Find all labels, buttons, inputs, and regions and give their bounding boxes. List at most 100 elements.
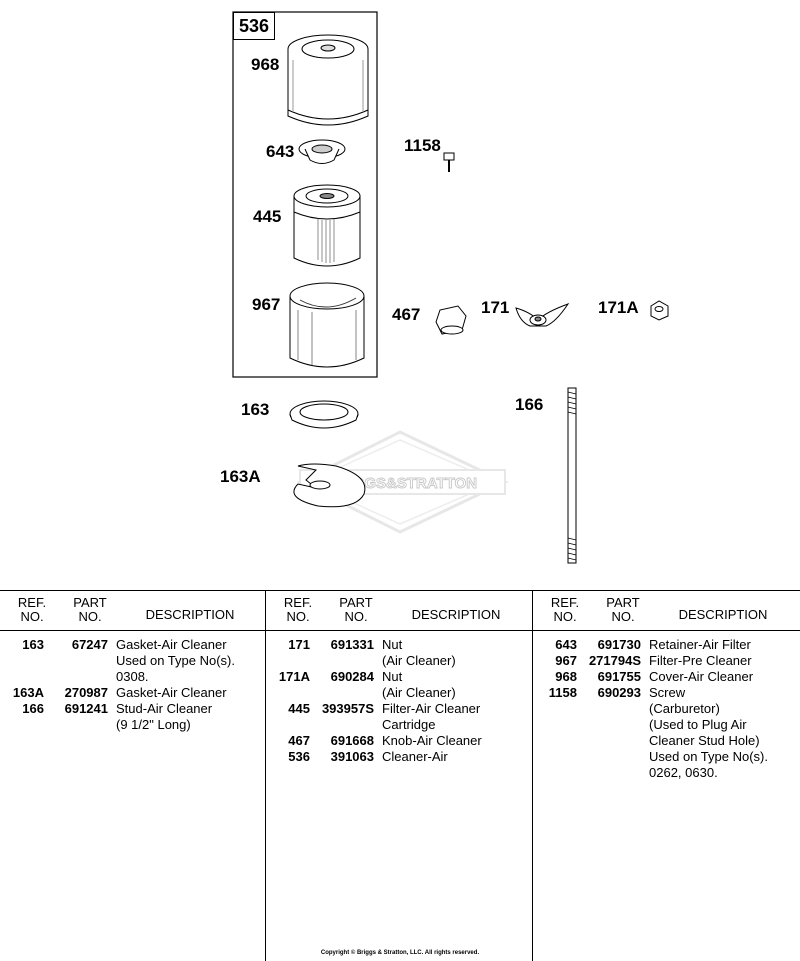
description-cell: Cleaner Stud Hole) bbox=[649, 733, 760, 748]
exploded-view-drawing: BRIGGS&STRATTON bbox=[232, 11, 669, 564]
hex-nut-171A-part bbox=[650, 300, 669, 321]
ref-no-header: REF. NO. bbox=[545, 596, 585, 624]
part-no-cell: 270987 bbox=[64, 685, 108, 700]
description-cell: Filter-Pre Cleaner bbox=[649, 653, 752, 668]
callout-467: 467 bbox=[392, 305, 421, 324]
table-row: Used on Type No(s). bbox=[533, 749, 800, 765]
part-no-cell: 690293 bbox=[597, 685, 641, 700]
part-no-cell bbox=[577, 717, 641, 733]
description-cell: (9 1/2" Long) bbox=[116, 717, 191, 732]
callout-967: 967 bbox=[252, 295, 281, 314]
ref-no-cell bbox=[0, 669, 44, 685]
description-cell: Cover-Air Cleaner bbox=[649, 669, 754, 684]
table-row: 968 691755 Cover-Air Cleaner bbox=[533, 669, 800, 685]
ref-no-cell: 643 bbox=[555, 637, 577, 652]
description-cell: Stud-Air Cleaner bbox=[116, 701, 213, 716]
ref-no-cell bbox=[266, 717, 310, 733]
description-cell: Nut bbox=[382, 637, 403, 652]
description-cell: Cleaner-Air bbox=[382, 749, 448, 764]
copyright-notice: Copyright © Briggs & Stratton, LLC. All … bbox=[320, 950, 480, 956]
table-row: (9 1/2" Long) bbox=[0, 717, 265, 733]
ref-no-cell bbox=[533, 765, 577, 781]
table-row: (Carburetor) bbox=[533, 701, 800, 717]
ref-header-line1: REF. bbox=[17, 595, 47, 610]
ref-no-cell: 967 bbox=[555, 653, 577, 668]
part-no-cell bbox=[577, 765, 641, 781]
ref-no-cell bbox=[533, 701, 577, 717]
table-row: 1158 690293 Screw bbox=[533, 685, 800, 701]
part-no-cell: 691331 bbox=[330, 637, 374, 652]
description-cell: Gasket-Air Cleaner bbox=[116, 685, 227, 700]
part-header-line1: PART bbox=[606, 595, 640, 610]
assembly-536-box bbox=[232, 11, 378, 378]
pre-cleaner-967-part bbox=[289, 282, 365, 368]
description-cell: 0308. bbox=[116, 669, 149, 684]
table-row: 163 67247 Gasket-Air Cleaner bbox=[0, 637, 265, 653]
stud-166-part bbox=[567, 387, 577, 564]
column-header: REF. NO. PART NO. DESCRIPTION bbox=[266, 591, 532, 631]
part-header-line1: PART bbox=[339, 595, 373, 610]
description-cell: (Carburetor) bbox=[649, 701, 720, 716]
ref-no-cell: 1158 bbox=[548, 685, 577, 700]
column-header: REF. NO. PART NO. DESCRIPTION bbox=[533, 591, 800, 631]
part-header-line2: NO. bbox=[78, 609, 102, 624]
description-cell: 0262, 0630. bbox=[649, 765, 718, 780]
description-cell: (Air Cleaner) bbox=[382, 685, 456, 700]
description-cell: Knob-Air Cleaner bbox=[382, 733, 482, 748]
ref-no-cell: 968 bbox=[555, 669, 577, 684]
wing-nut-171-part bbox=[515, 303, 570, 327]
part-no-header: PART NO. bbox=[68, 596, 112, 624]
table-row: Cleaner Stud Hole) bbox=[533, 733, 800, 749]
ref-no-cell bbox=[0, 653, 44, 669]
ref-no-cell bbox=[266, 685, 310, 701]
ref-header-line2: NO. bbox=[286, 609, 310, 624]
description-cell: Cartridge bbox=[382, 717, 436, 732]
ref-header-line1: REF. bbox=[550, 595, 580, 610]
ref-no-cell bbox=[266, 653, 310, 669]
filter-cartridge-445-part bbox=[293, 184, 361, 267]
part-header-line2: NO. bbox=[611, 609, 635, 624]
ref-no-cell: 536 bbox=[288, 749, 310, 764]
ref-no-cell: 171A bbox=[278, 669, 310, 684]
parts-column-3: REF. NO. PART NO. DESCRIPTION 643 691730 R… bbox=[532, 591, 800, 961]
part-no-cell: 691755 bbox=[597, 669, 641, 684]
ref-no-cell: 163 bbox=[22, 637, 44, 652]
part-header-line1: PART bbox=[73, 595, 107, 610]
part-no-cell: 271794S bbox=[588, 653, 641, 668]
table-row: Cartridge bbox=[266, 717, 532, 733]
ref-header-line2: NO. bbox=[553, 609, 577, 624]
part-no-cell bbox=[577, 701, 641, 717]
description-cell: Used on Type No(s). bbox=[649, 749, 768, 764]
part-no-cell: 691241 bbox=[64, 701, 108, 716]
description-cell: Screw bbox=[649, 685, 686, 700]
part-no-cell: 691730 bbox=[597, 637, 641, 652]
callout-1158: 1158 bbox=[404, 136, 441, 155]
description-cell: Gasket-Air Cleaner bbox=[116, 637, 227, 652]
table-row: (Air Cleaner) bbox=[266, 685, 532, 701]
ref-no-cell bbox=[533, 749, 577, 765]
ref-no-cell: 467 bbox=[288, 733, 310, 748]
table-row: 0262, 0630. bbox=[533, 765, 800, 781]
part-no-header: PART NO. bbox=[334, 596, 378, 624]
part-no-cell bbox=[310, 717, 374, 733]
description-cell: (Air Cleaner) bbox=[382, 653, 456, 668]
cover-968-part bbox=[287, 34, 369, 126]
description-header: DESCRIPTION bbox=[678, 607, 768, 622]
description-header: DESCRIPTION bbox=[145, 607, 235, 622]
part-no-cell: 67247 bbox=[71, 637, 108, 652]
knob-467-part bbox=[435, 305, 467, 335]
part-no-cell bbox=[44, 653, 108, 669]
retainer-643-part bbox=[298, 139, 346, 164]
part-no-cell bbox=[577, 733, 641, 749]
callout-171A: 171A bbox=[598, 298, 639, 317]
description-cell: Filter-Air Cleaner bbox=[382, 701, 481, 716]
callout-643: 643 bbox=[266, 142, 295, 161]
gasket-163A-part bbox=[293, 463, 366, 508]
callout-163A: 163A bbox=[220, 467, 261, 486]
